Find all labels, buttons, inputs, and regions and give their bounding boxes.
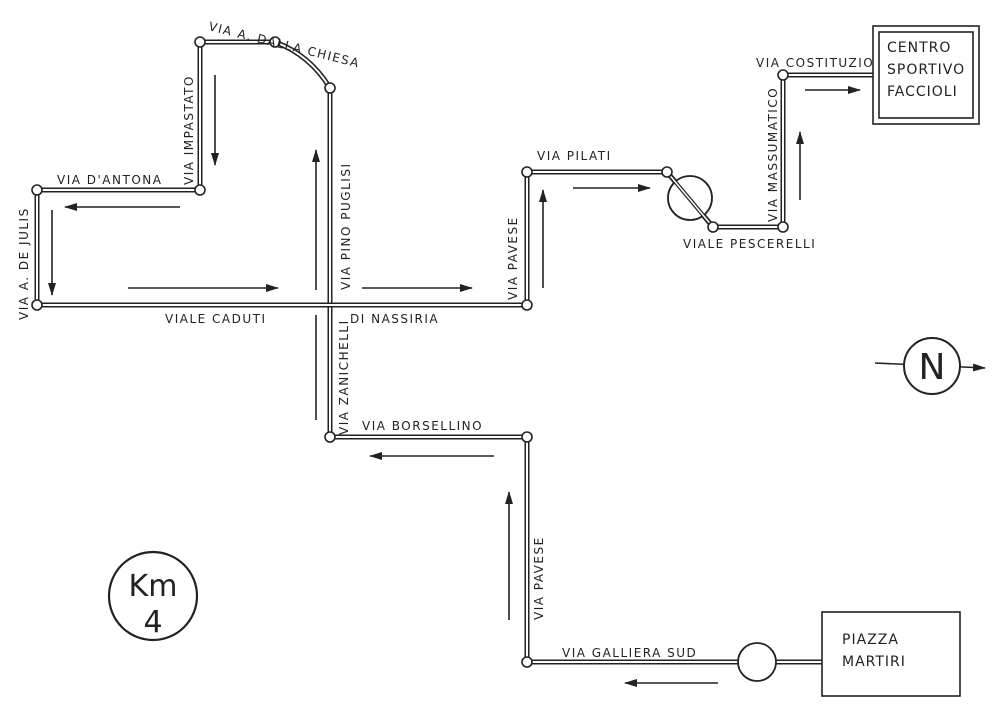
label-via-pilati: VIA PILATI [537,149,612,163]
distance-value: 4 [143,605,162,640]
label-via-borsellino: VIA BORSELLINO [362,419,483,433]
north-letter: N [919,347,946,388]
destination-piazza-martiri: PIAZZA MARTIRI [821,611,961,697]
roundabout-galliera [737,642,777,682]
label-viale-caduti: VIALE CADUTI [165,312,267,326]
label-di-nassiria: DI NASSIRIA [350,312,439,326]
north-arrow-icon: N [874,337,986,395]
route-nodes [31,36,789,668]
label-via-pavese-top: VIA PAVESE [506,216,520,300]
direction-arrows [48,75,861,687]
label-via-zanichelli: VIA ZANICHELLI [337,319,351,435]
label-via-de-julis: VIA A. DE JULIS [17,207,31,320]
label-via-massumatico: VIA MASSUMATICO [766,87,780,222]
distance-unit: Km [129,569,178,604]
label-viale-pescerelli: VIALE PESCERELLI [683,237,816,251]
centro-line-3: FACCIOLI [887,84,958,100]
label-via-pino-puglisi: VIA PINO PUGLISI [339,163,353,290]
destination-centro-sportivo: CENTRO SPORTIVO FACCIOLI [872,25,980,125]
piazza-line-2: MARTIRI [842,654,906,670]
label-via-galliera-sud: VIA GALLIERA SUD [562,646,697,660]
label-via-pavese-bottom: VIA PAVESE [532,536,546,620]
label-via-impastato: VIA IMPASTATO [182,75,196,185]
distance-badge: Km 4 [107,550,199,642]
centro-line-1: CENTRO [887,40,951,56]
label-via-costituzione: VIA COSTITUZIONE [756,56,894,70]
label-via-dalla-chiesa: VIA A. DALLA CHIESA [207,19,361,70]
centro-line-2: SPORTIVO [887,62,965,78]
label-via-dantona: VIA D'ANTONA [57,173,162,187]
piazza-line-1: PIAZZA [842,632,899,648]
